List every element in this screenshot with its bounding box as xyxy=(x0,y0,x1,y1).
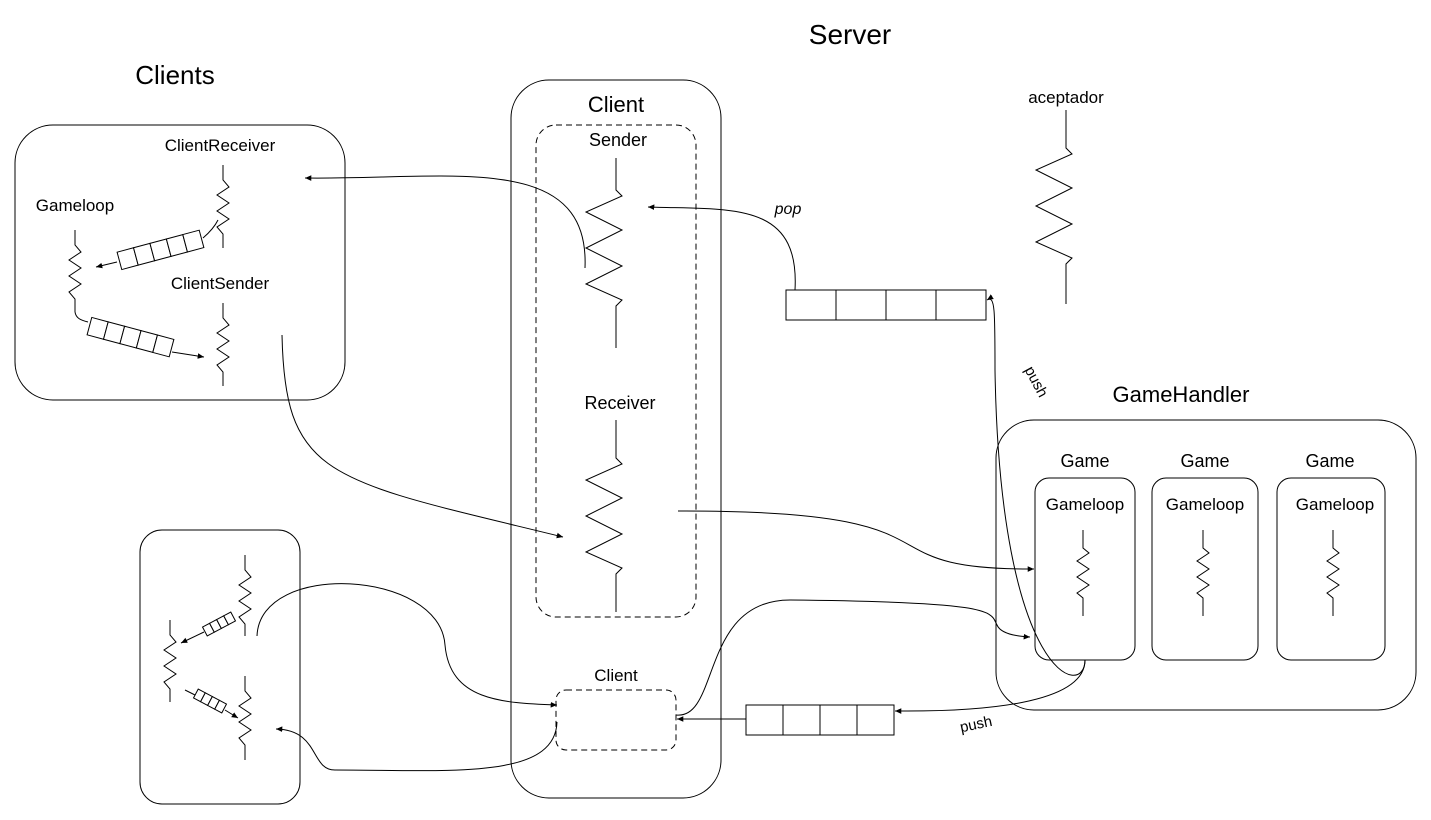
client-receiver-label: ClientReceiver xyxy=(165,136,276,155)
game-1: Game Gameloop xyxy=(1034,451,1136,661)
game-1-title: Game xyxy=(1060,451,1109,471)
bottom-sender-thread-icon xyxy=(238,676,252,760)
gameloop-label: Gameloop xyxy=(36,196,114,215)
game-3-thread-icon xyxy=(1326,530,1340,616)
client-sender-thread-icon xyxy=(216,303,230,386)
game-2-title: Game xyxy=(1180,451,1229,471)
queue-to-gameloop-arrow xyxy=(95,261,118,269)
game-2-box xyxy=(1151,477,1259,661)
receiver-to-queue-link xyxy=(202,219,219,239)
aceptador-thread-icon xyxy=(1034,110,1074,304)
game-push-to-sender-queue-arrow xyxy=(986,294,1086,676)
sender-label: Sender xyxy=(589,130,647,150)
game-2-gameloop-label: Gameloop xyxy=(1166,495,1244,514)
client-instance-to-game-arrow xyxy=(675,599,1031,716)
sender-to-client-receiver-arrow xyxy=(304,175,586,269)
receiver-to-game-arrow xyxy=(677,510,1035,572)
client-app-box-bottom xyxy=(139,529,301,805)
bottom-gameloop-thread-icon xyxy=(163,620,177,702)
outgoing-queue-bottom xyxy=(192,688,228,714)
game-2-thread-icon xyxy=(1196,530,1210,616)
aceptador-label: aceptador xyxy=(1028,88,1104,107)
game-push-to-client-queue-arrow xyxy=(894,659,1086,714)
client-small-label: Client xyxy=(594,666,638,685)
server-client-box xyxy=(510,79,722,799)
push-label-bottom: push xyxy=(958,713,993,736)
outgoing-queue-top xyxy=(86,316,175,358)
gamehandler-title: GameHandler xyxy=(1113,382,1250,407)
client-sender-to-receiver-arrow xyxy=(281,334,564,539)
gameloop-to-queue-link xyxy=(74,311,89,323)
game-2: Game Gameloop xyxy=(1151,451,1259,661)
game-3-title: Game xyxy=(1305,451,1354,471)
receiver-label: Receiver xyxy=(584,393,655,413)
client-threads-group xyxy=(535,124,697,618)
game-1-gameloop-label: Gameloop xyxy=(1046,495,1124,514)
server-client-title: Client xyxy=(588,92,644,117)
bottom-receiver-thread-icon xyxy=(238,555,252,636)
sender-thread-icon xyxy=(584,158,624,348)
game-3-box xyxy=(1276,477,1386,661)
push-label-top: push xyxy=(1021,364,1051,401)
game-3: Game Gameloop xyxy=(1276,451,1386,661)
bottom-receiver-link-arrow xyxy=(256,583,558,708)
incoming-queue-top xyxy=(116,229,205,271)
client-instance-box xyxy=(555,689,677,751)
sender-queue xyxy=(785,289,987,321)
clients-title: Clients xyxy=(135,60,214,90)
receiver-thread-icon xyxy=(584,420,624,612)
bottom-queue-to-gameloop-arrow xyxy=(180,631,205,644)
bottom-queue-to-sender-arrow xyxy=(224,709,239,719)
queue-to-client-sender-arrow xyxy=(171,351,205,359)
gamehandler-box xyxy=(995,419,1417,711)
pop-label: pop xyxy=(774,201,802,218)
bottom-sender-link-arrow xyxy=(275,721,558,772)
incoming-queue-bottom xyxy=(201,611,237,637)
bottom-gameloop-to-queue-link xyxy=(184,689,196,696)
gameloop-thread-icon xyxy=(68,230,82,312)
client-receiver-thread-icon xyxy=(216,165,230,248)
game-3-gameloop-label: Gameloop xyxy=(1296,495,1374,514)
client-instance-queue xyxy=(745,704,895,736)
queue-pop-arrow xyxy=(647,204,796,291)
client-app-box-top xyxy=(14,124,346,401)
server-title: Server xyxy=(809,19,891,50)
client-sender-label: ClientSender xyxy=(171,274,270,293)
game-1-thread-icon xyxy=(1076,530,1090,616)
